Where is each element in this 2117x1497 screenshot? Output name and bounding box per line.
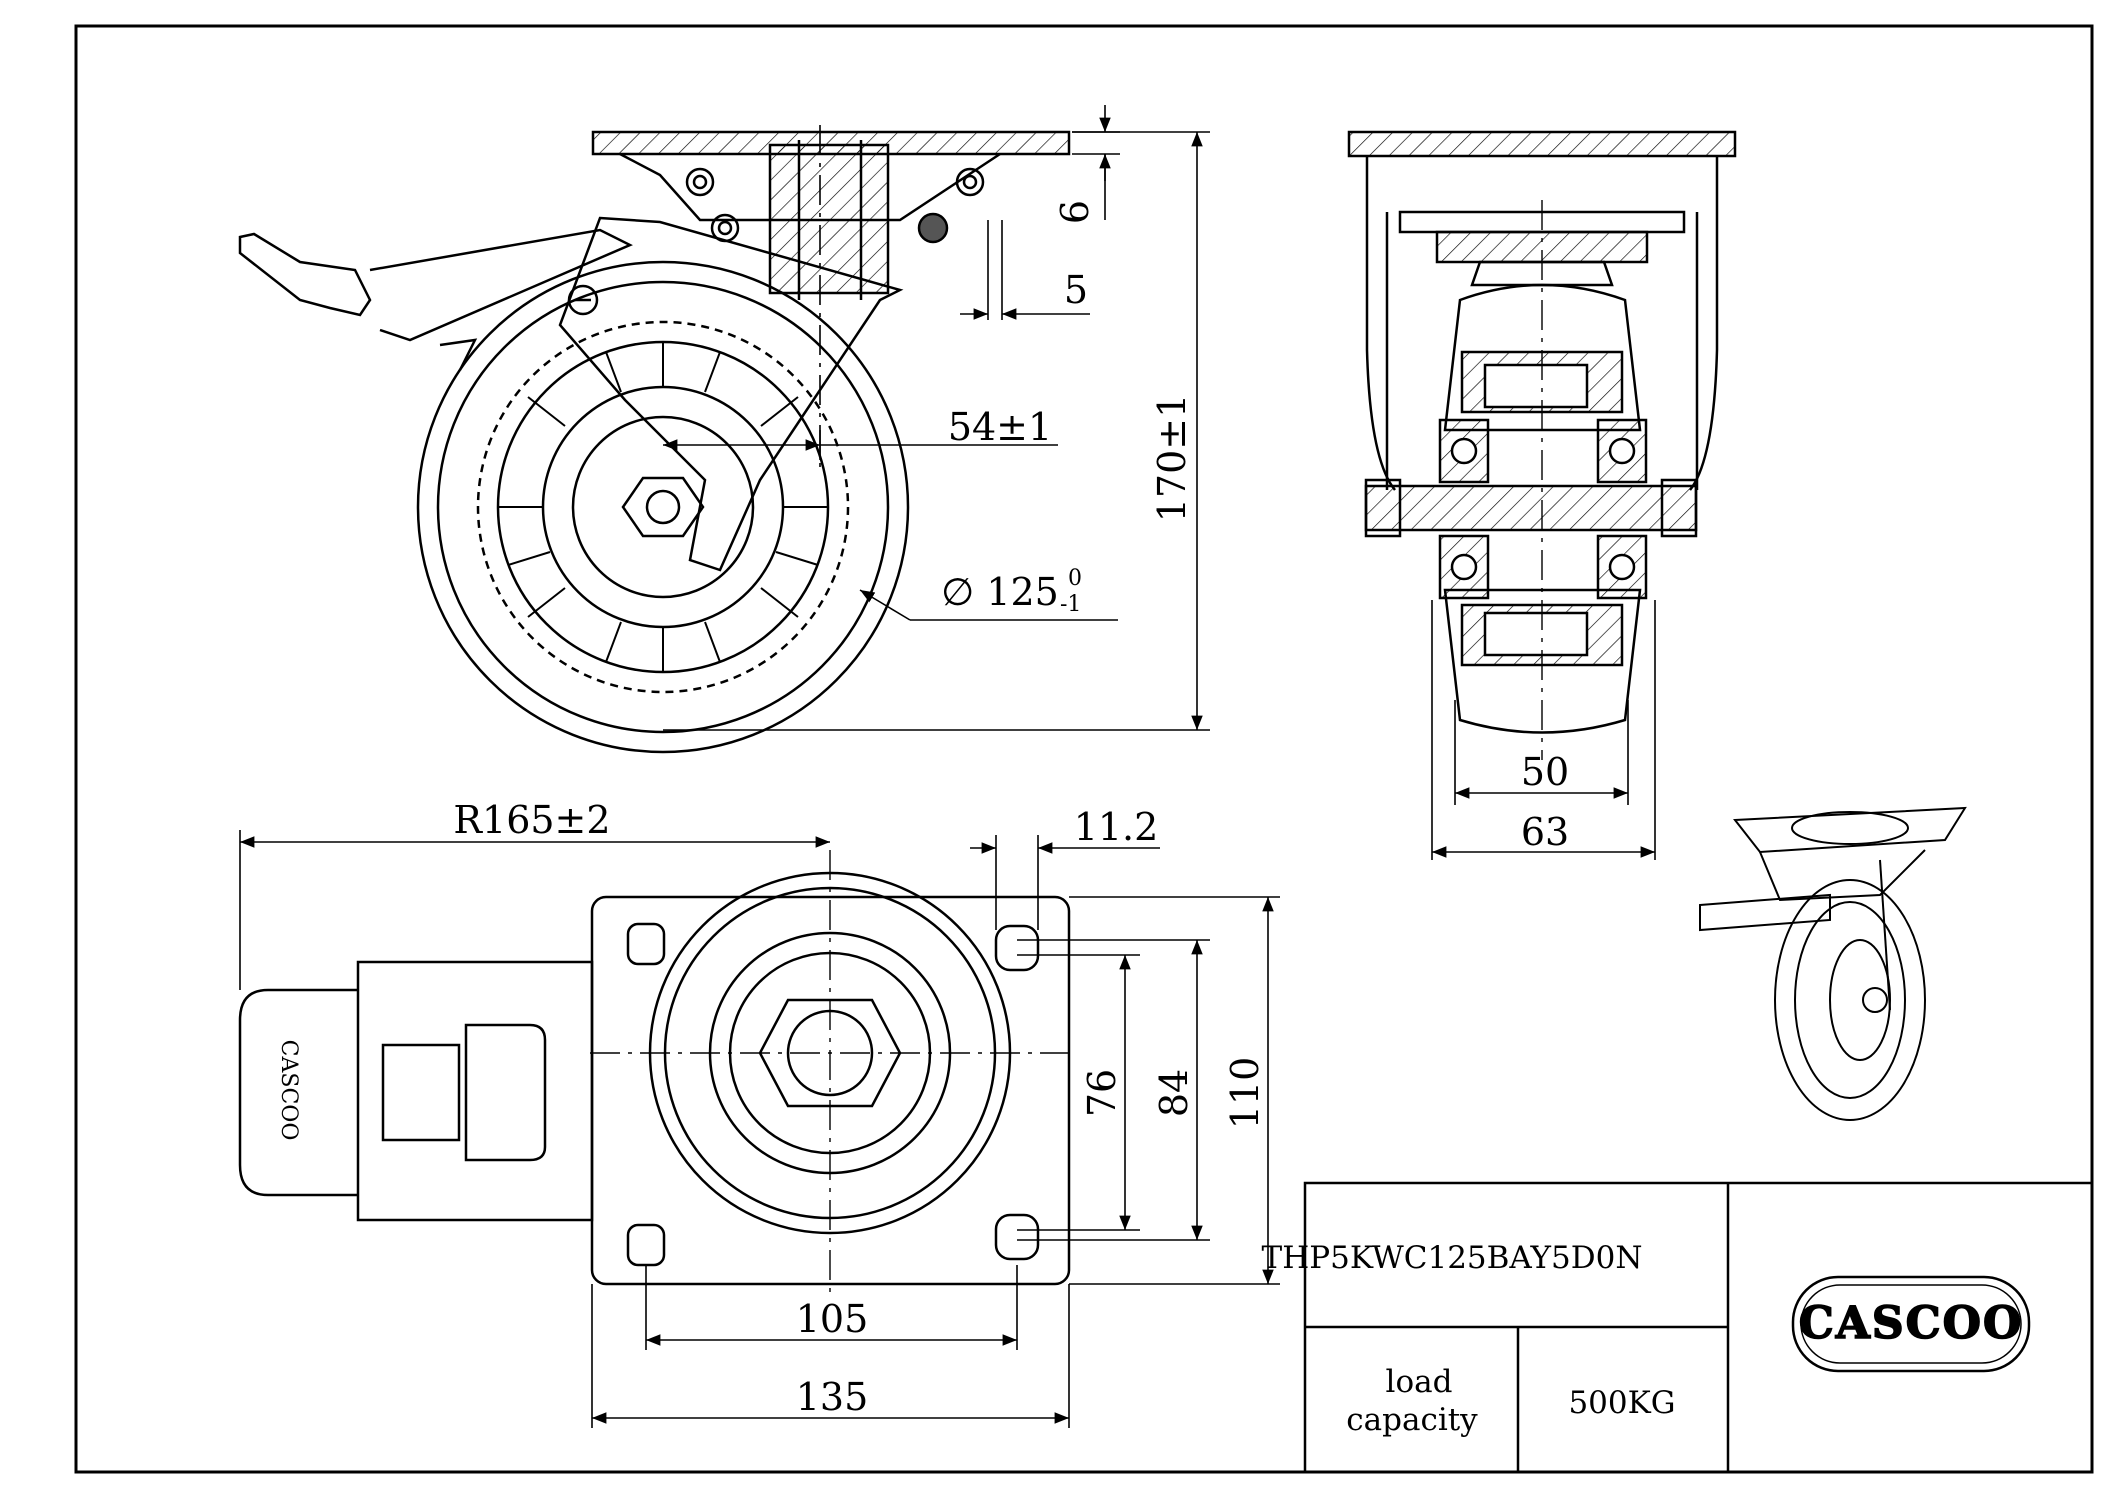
dim-swivel-offset: 54±1 — [948, 405, 1052, 449]
dim-wheel-diameter: ∅ 125 — [941, 570, 1059, 614]
dim-bracket-width: 63 — [1521, 810, 1569, 854]
title-block — [1303, 1181, 2094, 1474]
isometric-view — [1699, 806, 1967, 1121]
side-view-dimensions — [663, 105, 1210, 731]
front-view-dimensions — [1431, 600, 1656, 860]
dim-wheel-diameter-lower-tol: -1 — [1060, 592, 1081, 617]
dim-top-height: 6 — [1053, 200, 1097, 224]
top-view-labels: R165±2 11.2 76 84 110 105 135 CASCOO — [276, 798, 1267, 1419]
dim-hole-spacing-inner: 76 — [1080, 1069, 1124, 1117]
brand-logo: CASCOO — [1799, 1298, 2024, 1349]
title-block-text: THP5KWC125BAY5D0N load capacity 500KG CA… — [1262, 1240, 2024, 1438]
dim-offset: 5 — [1064, 268, 1088, 312]
front-view — [1347, 130, 1737, 760]
load-label-line1: load — [1386, 1364, 1453, 1400]
drawing-border — [74, 24, 2094, 1474]
dim-wheel-diameter-value: ∅ 125 — [941, 570, 1059, 614]
dim-swing-radius: R165±2 — [453, 798, 610, 842]
top-view-dimensions — [239, 830, 1280, 1428]
side-view-labels: 6 5 54±1 170±1 ∅ 125 0 -1 — [941, 200, 1194, 617]
load-value: 500KG — [1568, 1385, 1675, 1421]
dim-plate-length: 135 — [796, 1375, 869, 1419]
dim-wheel-diameter-upper-tol: 0 — [1068, 566, 1082, 591]
load-label-line2: capacity — [1346, 1402, 1478, 1438]
dim-slot-width: 11.2 — [1074, 805, 1159, 849]
dim-hole-spacing-outer: 84 — [1152, 1069, 1196, 1117]
dim-hole-spacing-length: 105 — [796, 1297, 869, 1341]
model-number: THP5KWC125BAY5D0N — [1262, 1240, 1643, 1276]
brake-housing-brand: CASCOO — [276, 1040, 301, 1141]
dim-total-height: 170±1 — [1150, 394, 1194, 523]
dim-plate-width: 110 — [1223, 1057, 1267, 1130]
front-view-labels: 50 63 — [1521, 750, 1569, 854]
top-view — [238, 850, 1071, 1300]
dim-wheel-width: 50 — [1521, 750, 1569, 794]
side-view — [238, 130, 1071, 754]
